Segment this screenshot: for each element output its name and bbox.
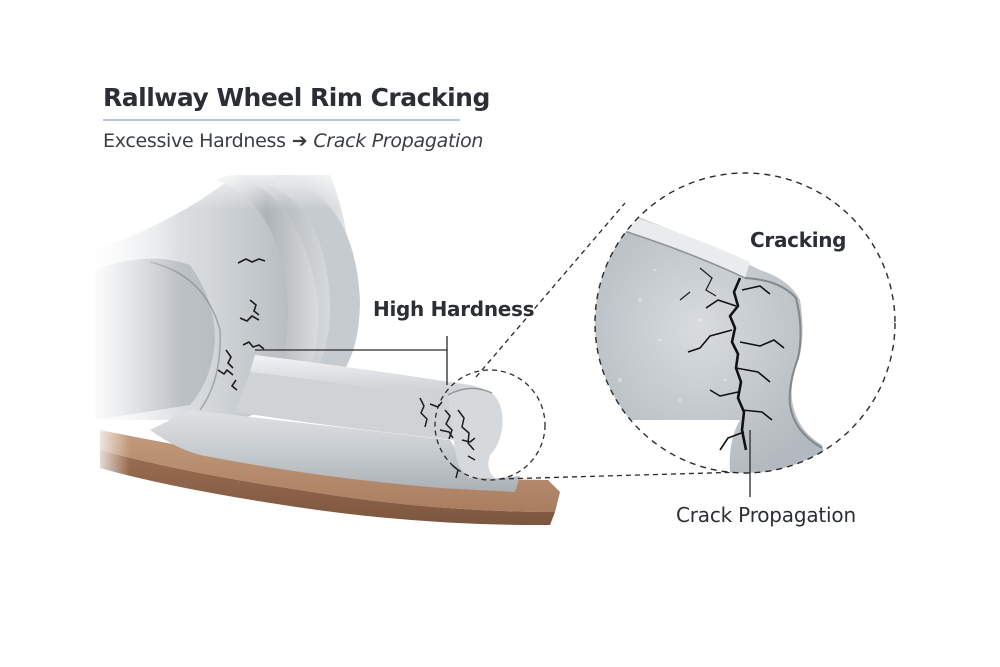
subtitle-effect: Crack Propagation: [313, 130, 484, 152]
subtitle: Excessive Hardness➔Crack Propagation: [103, 130, 483, 152]
zoom-detail: [594, 172, 896, 474]
arrow-right-icon: ➔: [291, 130, 308, 152]
callout-cracking: Cracking: [750, 228, 847, 252]
callout-high-hardness: High Hardness: [373, 297, 535, 321]
rail: [150, 355, 520, 492]
detail-marker-circle: [434, 369, 546, 481]
page-title: Rallway Wheel Rim Cracking: [103, 83, 490, 112]
subtitle-cause: Excessive Hardness: [103, 130, 286, 152]
callout-crack-propagation: Crack Propagation: [676, 503, 856, 527]
wheel: [90, 160, 380, 440]
title-underline: [103, 119, 460, 121]
